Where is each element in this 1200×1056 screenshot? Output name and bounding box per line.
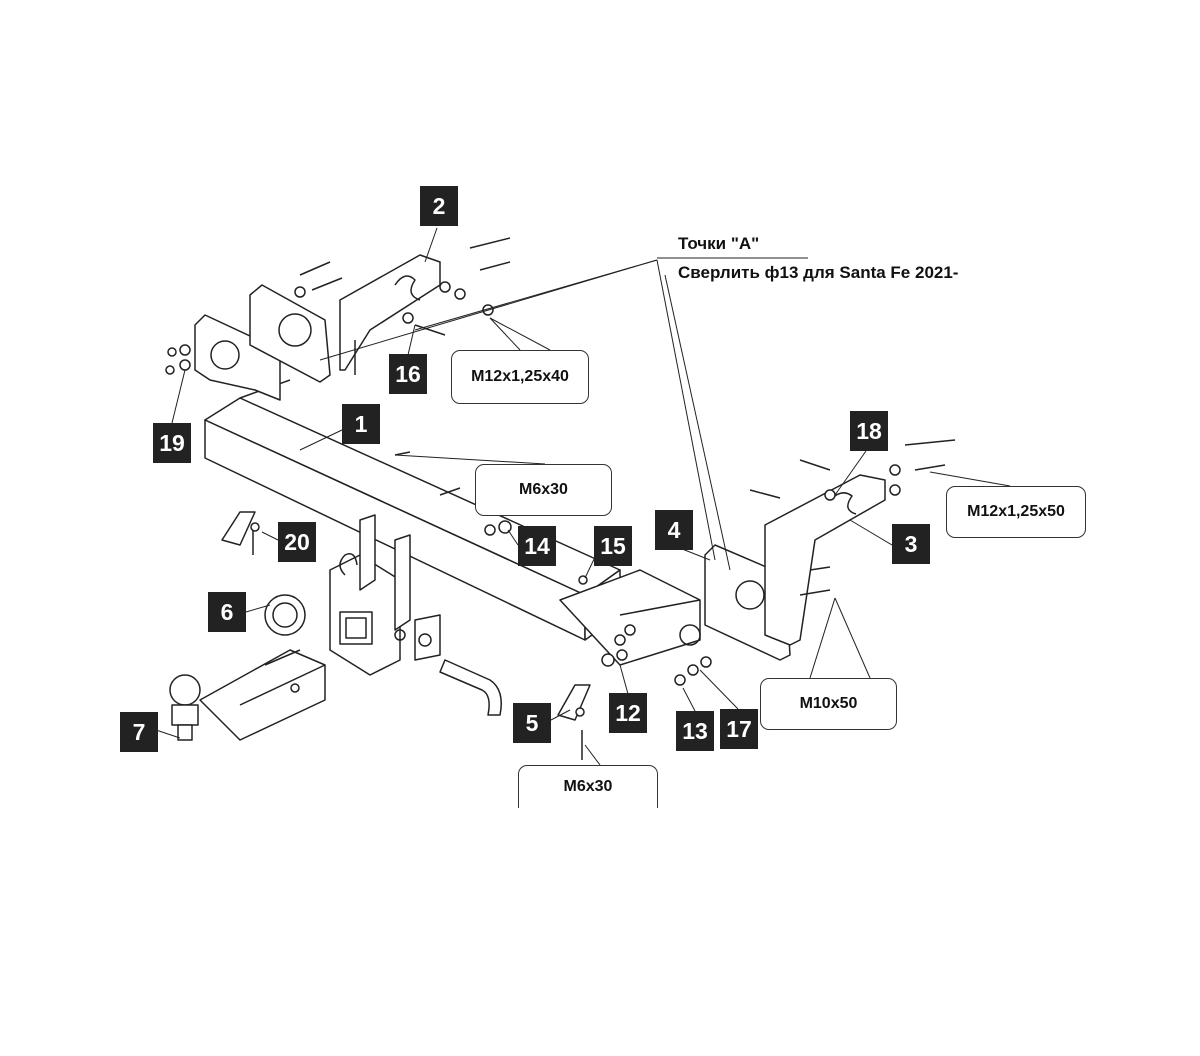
part-label-7: 7 <box>120 712 158 752</box>
callout-bolt-m6x30-bottom: M6x30 <box>518 765 658 808</box>
leader-lines <box>155 227 1011 766</box>
part-label-3: 3 <box>892 524 930 564</box>
callout-bolt-m6x30-top: M6x30 <box>475 464 612 516</box>
note-points-a: Точки "A" <box>678 234 760 253</box>
part-label-15: 15 <box>594 526 632 566</box>
clip-part-5 <box>557 684 591 721</box>
part-label-20: 20 <box>278 522 316 562</box>
part-label-1: 1 <box>342 404 380 444</box>
left-brackets <box>194 254 441 401</box>
part-label-13: 13 <box>676 711 714 751</box>
part-label-16: 16 <box>389 354 427 394</box>
part-label-6: 6 <box>208 592 246 632</box>
bolts <box>165 237 956 760</box>
callout-bolt-m10x50: M10x50 <box>760 678 897 730</box>
right-brackets <box>679 474 886 661</box>
part-label-19: 19 <box>153 423 191 463</box>
part-label-14: 14 <box>518 526 556 566</box>
part-label-18: 18 <box>850 411 888 451</box>
part-label-12: 12 <box>609 693 647 733</box>
callout-bolt-m12x1-25x40: M12x1,25x40 <box>451 350 589 404</box>
part-label-2: 2 <box>420 186 458 226</box>
note-drill-instruction: Сверлить ф13 для Santa Fe 2021- <box>678 263 959 282</box>
clip-part-20 <box>221 511 256 546</box>
crossbeam-part-1 <box>204 379 701 666</box>
part-label-17: 17 <box>720 709 758 749</box>
callout-bolt-m12x1-25x50: M12x1,25x50 <box>946 486 1086 538</box>
ball-mount-part-7 <box>169 649 326 741</box>
receiver <box>329 514 502 716</box>
part-label-5: 5 <box>513 703 551 743</box>
part-label-4: 4 <box>655 510 693 550</box>
socket-plate-part-6 <box>264 594 306 636</box>
